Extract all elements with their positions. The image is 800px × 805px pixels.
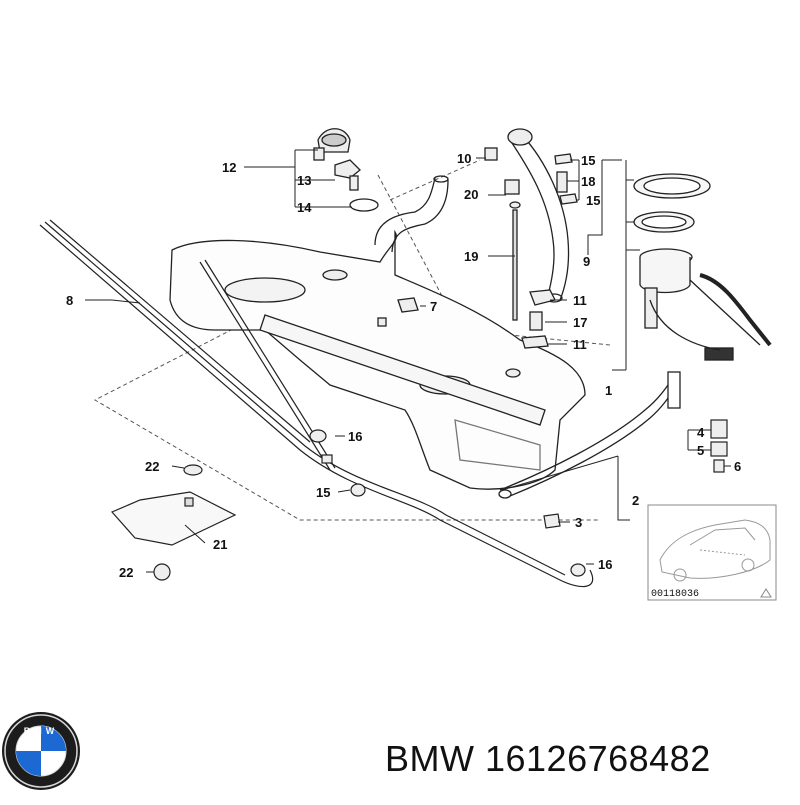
callout-21: 21 — [213, 537, 227, 552]
callout-18: 18 — [581, 174, 595, 189]
filler-cap-parts — [313, 128, 379, 212]
heat-shield — [111, 464, 237, 581]
callout-22-bottom: 22 — [119, 565, 133, 580]
callout-9: 9 — [583, 254, 590, 269]
hose-clamps — [309, 429, 586, 577]
fuel-tank — [169, 229, 586, 490]
bmw-logo: BMW — [2, 712, 80, 790]
tank-strap — [498, 371, 681, 499]
callout-16-bottom: 16 — [598, 557, 612, 572]
callout-15-bottom: 15 — [316, 485, 330, 500]
callout-labels: 12 13 14 10 20 19 15 18 15 9 8 7 11 17 1… — [66, 151, 741, 580]
callout-11-bottom: 11 — [573, 337, 587, 352]
callout-7: 7 — [430, 299, 437, 314]
callout-1: 1 — [605, 383, 612, 398]
callout-13: 13 — [297, 173, 311, 188]
filler-neck — [507, 128, 570, 303]
car-sketch — [659, 519, 771, 582]
inset-reference-code: 00118036 — [651, 589, 699, 600]
strap-mounts — [710, 419, 728, 473]
callout-8: 8 — [66, 293, 73, 308]
callout-10: 10 — [457, 151, 471, 166]
part-number-caption: BMW 16126768482 — [385, 738, 711, 779]
fuel-pump-assembly — [633, 173, 772, 361]
fuel-lines — [39, 219, 594, 588]
callout-14: 14 — [297, 200, 312, 215]
small-fittings — [377, 147, 578, 349]
callout-5: 5 — [697, 443, 704, 458]
callout-3: 3 — [575, 515, 582, 530]
callout-4: 4 — [697, 425, 705, 440]
callout-6: 6 — [734, 459, 741, 474]
callout-15-top: 15 — [581, 153, 595, 168]
callout-17: 17 — [573, 315, 587, 330]
callout-11-top: 11 — [573, 293, 587, 308]
callout-16-mid: 16 — [348, 429, 362, 444]
callout-22-top: 22 — [145, 459, 159, 474]
warning-triangle-icon — [760, 588, 772, 598]
logo-letters: BMW — [24, 726, 59, 736]
callout-15-mid: 15 — [586, 193, 600, 208]
callout-12: 12 — [222, 160, 236, 175]
vehicle-inset: 00118036 — [647, 504, 777, 601]
leader-lines — [85, 149, 731, 573]
filler-hose — [374, 175, 449, 253]
callout-19: 19 — [464, 249, 478, 264]
callout-20: 20 — [464, 187, 478, 202]
callout-2: 2 — [632, 493, 639, 508]
